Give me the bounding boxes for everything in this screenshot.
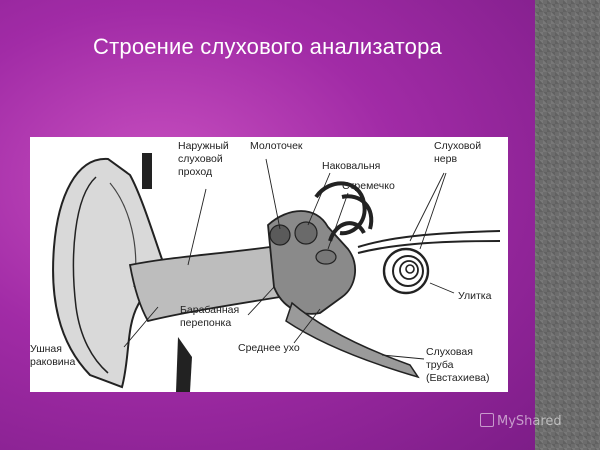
eustachian-tube-shape [285, 301, 420, 379]
auricle-fold [72, 176, 109, 374]
auditory-nerve-shape [357, 230, 501, 254]
label-cochlea: Улитка [458, 290, 492, 302]
watermark-text: MyShared [497, 414, 562, 429]
cochlea-shape [382, 247, 430, 295]
label-middle-ear: Среднее ухо [238, 342, 300, 354]
label-outer-canal-2: слуховой [178, 153, 223, 165]
label-outer-canal-1: Наружный [178, 140, 229, 152]
label-auricle-1: Ушная [30, 343, 62, 355]
skull-edge-lower [176, 337, 192, 392]
leader-lines [123, 158, 455, 360]
label-malleus: Молоточек [250, 140, 303, 152]
label-auricle-2: раковина [30, 356, 75, 368]
label-eustachian-2: труба [426, 359, 454, 371]
watermark: MyShared [480, 413, 562, 429]
watermark-logo-icon [480, 413, 494, 427]
label-incus: Наковальня [322, 160, 380, 172]
ear-drawing: Наружный слуховой проход Молоточек Наков… [30, 140, 501, 392]
stapes-shape [315, 249, 337, 265]
label-auditory-nerve-1: Слуховой [434, 140, 481, 152]
label-eustachian-3: (Евстахиева) [426, 372, 490, 384]
slide-title: Строение слухового анализатора [93, 34, 442, 59]
label-eardrum-2: перепонка [180, 317, 231, 329]
label-eardrum-1: Барабанная [180, 304, 239, 316]
label-stapes: Стремечко [342, 180, 395, 192]
label-outer-canal-3: проход [178, 166, 212, 178]
skull-edge [142, 153, 152, 189]
incus-shape [294, 221, 318, 245]
label-auditory-nerve-2: нерв [434, 153, 457, 165]
label-eustachian-1: Слуховая [426, 346, 473, 358]
side-strip [535, 0, 600, 450]
malleus-shape [269, 224, 291, 246]
outer-canal-shape [128, 245, 282, 323]
ear-diagram: Наружный слуховой проход Молоточек Наков… [30, 137, 508, 392]
